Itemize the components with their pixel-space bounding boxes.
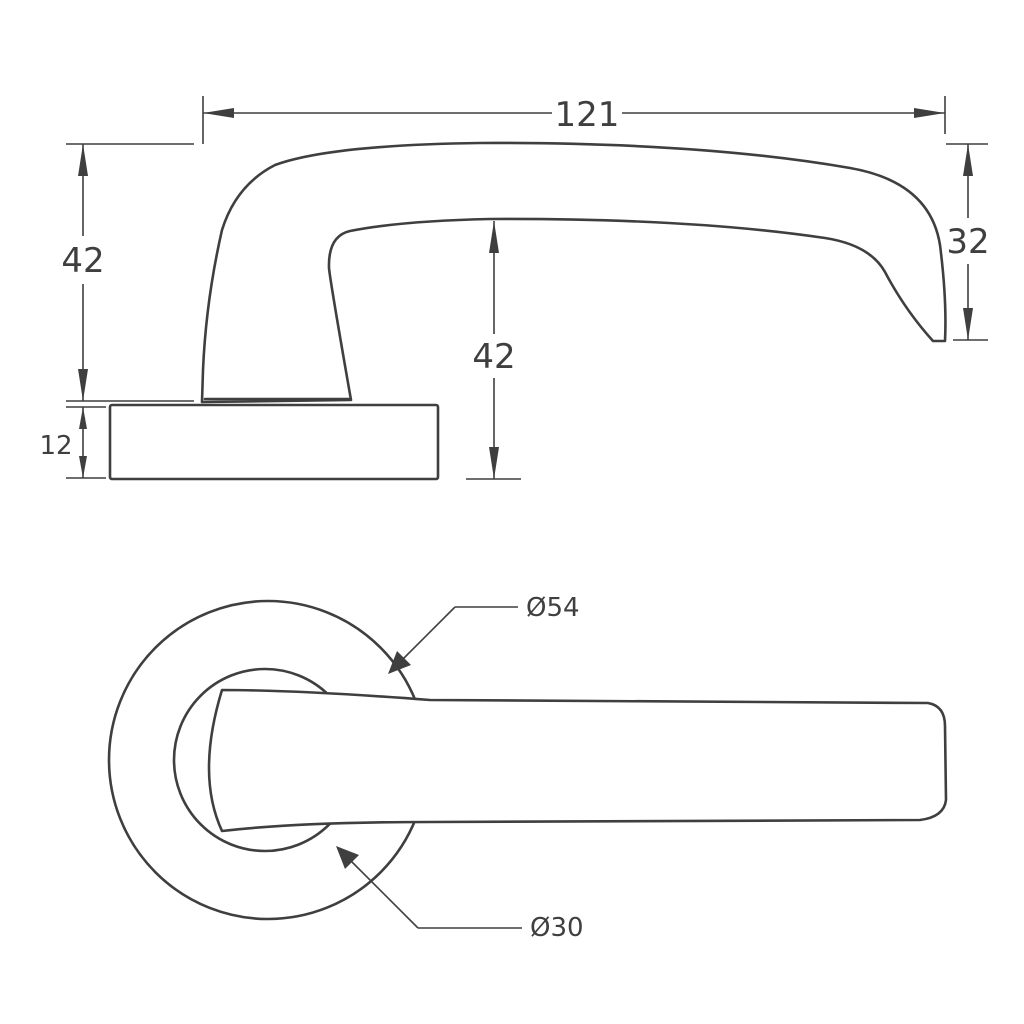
dimension-rose-diameter: Ø54 (388, 593, 580, 674)
dimension-grip-depth: 32 (946, 143, 990, 341)
dimension-lever-drop: 42 (466, 221, 521, 480)
dim-label-neck-diameter: Ø30 (530, 913, 584, 943)
top-view: Ø54 Ø30 (107, 593, 948, 943)
dim-label-overall-length: 121 (555, 95, 620, 135)
side-view: 121 42 12 42 (39, 95, 990, 481)
dim-label-grip-depth: 32 (946, 222, 989, 262)
lever-top-outline (207, 688, 948, 833)
dim-label-lever-drop: 42 (472, 337, 515, 377)
dim-label-lever-height: 42 (61, 241, 104, 281)
dimension-rose-thickness: 12 (39, 406, 106, 479)
dim-label-rose-thickness: 12 (39, 431, 72, 461)
rose-side-profile (108, 403, 440, 481)
lever-side-profile (200, 141, 947, 404)
dimension-lever-height: 42 (61, 143, 194, 402)
dimension-neck-diameter: Ø30 (336, 846, 584, 943)
dimension-overall-length: 121 (202, 95, 946, 144)
dim-label-rose-diameter: Ø54 (526, 593, 580, 623)
